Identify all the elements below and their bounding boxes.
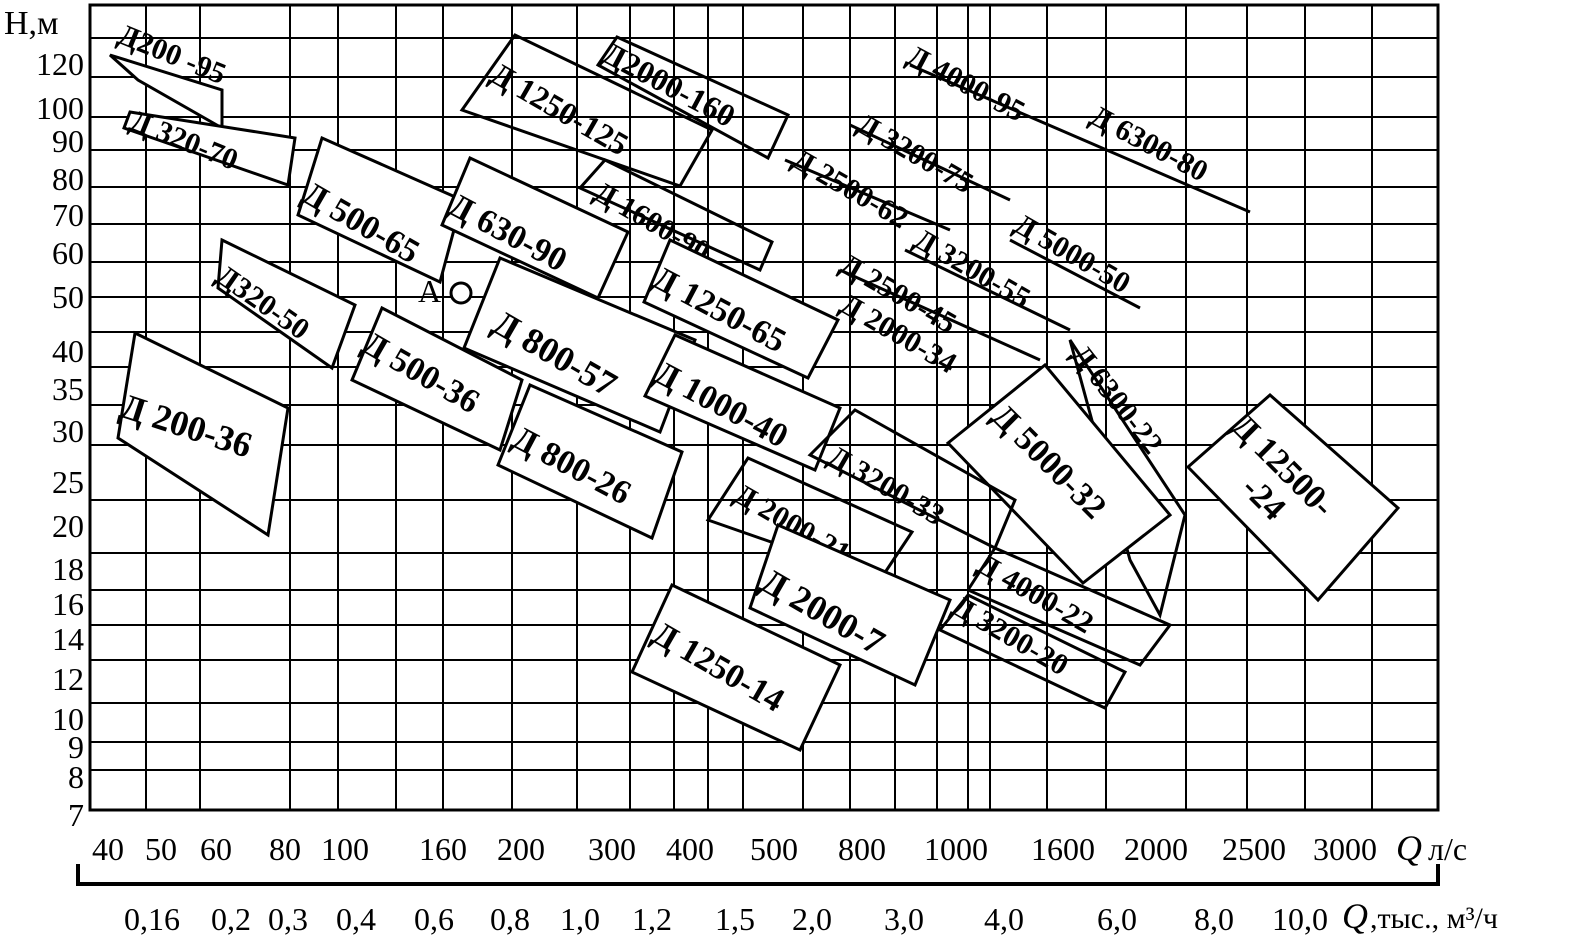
x-tick: 3000: [1313, 831, 1377, 867]
x-axis2-unit: ,тыс., м³/ч: [1370, 902, 1498, 935]
pump-label: Д 4000-95: [902, 39, 1031, 128]
x-tick: 10,0: [1272, 901, 1328, 937]
x-axis-m3h: 0,16 0,2 0,3 0,4 0,6 0,8 1,0 1,2 1,5 2,0…: [124, 896, 1498, 937]
x-tick: 1,5: [715, 901, 755, 937]
x-tick: 8,0: [1194, 901, 1234, 937]
x-tick: 200: [497, 831, 545, 867]
pump-field: [216, 237, 357, 371]
x-tick: 3,0: [884, 901, 924, 937]
pump-field: [350, 305, 524, 453]
x-tick: 0,16: [124, 901, 180, 937]
pump-label: Д 320-70: [125, 104, 242, 177]
pump-fields: Д200 -95 Д 320-70 Д320-50 Д 200-36 Д 500…: [109, 18, 1401, 752]
pump-field: [296, 135, 464, 285]
y-tick: 30: [52, 413, 84, 449]
y-tick: 25: [52, 464, 84, 500]
y-tick: 12: [52, 661, 84, 697]
y-tick: 9: [68, 729, 84, 765]
y-tick: 8: [68, 759, 84, 795]
pump-field: [965, 546, 1173, 667]
y-axis: H,м 120 100 90 80 70 60 50 40 35 30 25 2…: [4, 5, 84, 833]
x-tick: 1,0: [560, 901, 600, 937]
x-tick: 40: [92, 831, 124, 867]
pump-field: [462, 256, 697, 434]
y-tick: 7: [68, 797, 84, 833]
y-tick: 100: [36, 90, 84, 126]
pump-label: Д 6300-80: [1085, 99, 1214, 188]
axis-bracket: [76, 864, 1440, 886]
y-tick: 20: [52, 508, 84, 544]
x-tick: 0,6: [414, 901, 454, 937]
y-axis-label: H,м: [4, 5, 59, 42]
x-tick: 0,8: [490, 901, 530, 937]
x-tick: 160: [419, 831, 467, 867]
x-tick: 6,0: [1097, 901, 1137, 937]
y-tick: 50: [52, 279, 84, 315]
x-axis-ls: 40 50 60 80 100 160 200 300 400 500 800 …: [92, 828, 1467, 868]
x-tick: 50: [145, 831, 177, 867]
y-tick: 16: [52, 586, 84, 622]
pump-field: [642, 237, 841, 380]
x-tick: 300: [588, 831, 636, 867]
pump-field: [630, 582, 842, 752]
pump-field: [945, 362, 1173, 586]
pump-field: [642, 333, 842, 472]
y-tick: 120: [36, 46, 84, 82]
pump-field: [577, 158, 774, 273]
pump-field: [122, 110, 297, 188]
pump-field: [1185, 393, 1401, 603]
x-tick: 2,0: [792, 901, 832, 937]
x-axis-symbol: Q: [1396, 828, 1422, 868]
y-tick: 40: [52, 333, 84, 369]
pump-field: [748, 522, 952, 688]
x-tick: 800: [838, 831, 886, 867]
x-tick: 0,4: [336, 901, 376, 937]
chart-frame: [88, 3, 1440, 812]
y-tick: 10: [52, 701, 84, 737]
x-tick: 400: [666, 831, 714, 867]
x-axis2-symbol: Q: [1342, 896, 1368, 936]
x-tick: 2500: [1222, 831, 1286, 867]
x-tick: 1600: [1031, 831, 1095, 867]
y-tick: 70: [52, 197, 84, 233]
pump-field: [937, 593, 1128, 710]
y-tick: 60: [52, 235, 84, 271]
pump-field: [807, 408, 1017, 551]
pump-field: [595, 35, 790, 161]
y-tick: 35: [52, 371, 84, 407]
point-a-label: А: [418, 273, 441, 309]
x-tick: 500: [750, 831, 798, 867]
x-tick: 1,2: [632, 901, 672, 937]
x-tick: 0,3: [268, 901, 308, 937]
pump-field: [116, 330, 290, 538]
x-tick: 60: [200, 831, 232, 867]
x-tick: 1000: [924, 831, 988, 867]
point-a-marker: [449, 281, 473, 305]
y-tick: 14: [52, 621, 84, 657]
point-a: А: [418, 273, 473, 309]
y-tick: 80: [52, 161, 84, 197]
x-tick: 100: [321, 831, 369, 867]
y-tick: 90: [52, 123, 84, 159]
x-tick: 0,2: [211, 901, 251, 937]
x-axis-unit: л/с: [1428, 831, 1467, 867]
x-tick: 4,0: [984, 901, 1024, 937]
x-tick: 80: [269, 831, 301, 867]
y-tick: 18: [52, 551, 84, 587]
pump-field: [496, 383, 684, 541]
x-tick: 2000: [1124, 831, 1188, 867]
